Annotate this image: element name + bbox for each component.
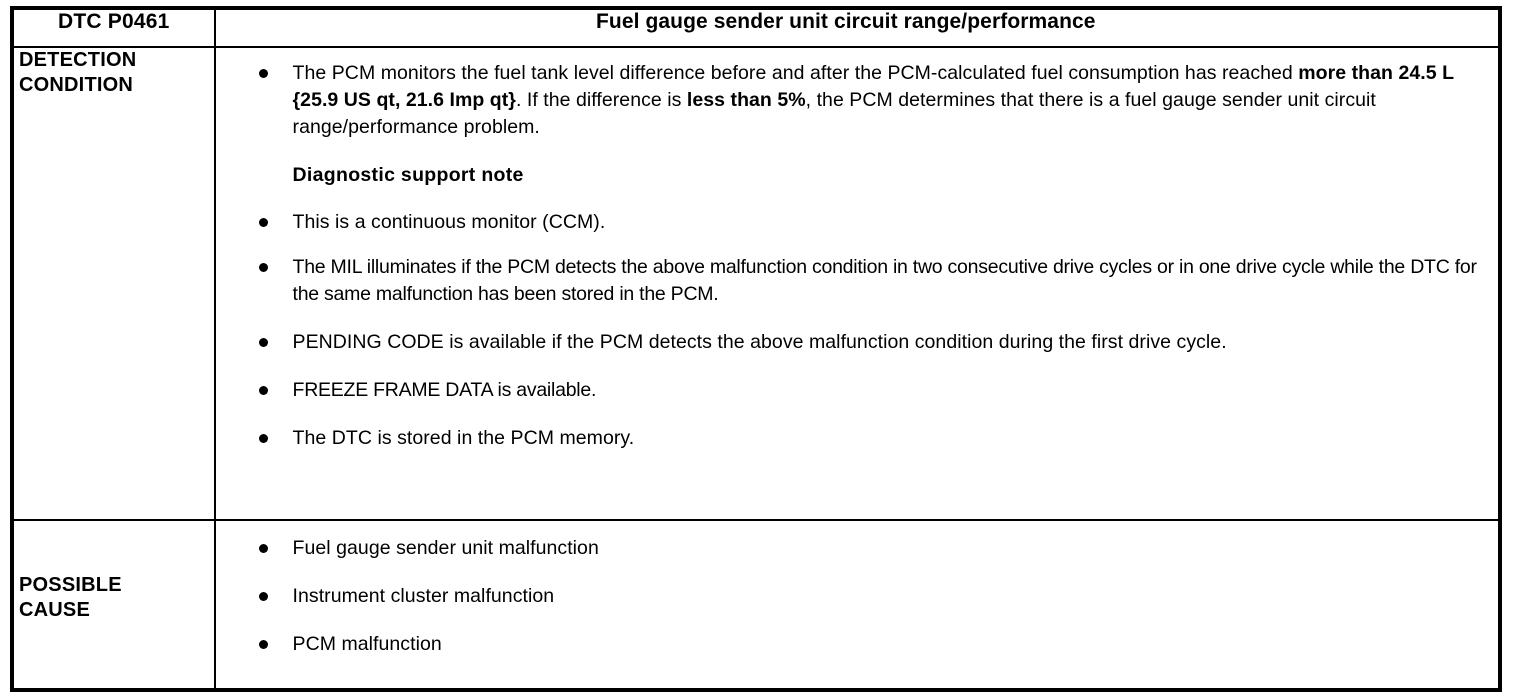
- row-body-detection-condition: The PCM monitors the fuel tank level dif…: [213, 46, 1502, 521]
- row-label-line-1: POSSIBLE: [19, 573, 122, 596]
- bullet-dot-icon: [258, 434, 268, 443]
- bullet-item: PCM malfunction: [256, 631, 1480, 658]
- bullet-item: The MIL illuminates if the PCM detects t…: [256, 254, 1480, 308]
- dtc-title-label: Fuel gauge sender unit circuit range/per…: [595, 10, 1096, 33]
- bullet-item: This is a continuous monitor (CCM).: [256, 209, 1480, 236]
- row-label-possible-cause: POSSIBLE CAUSE: [11, 518, 216, 692]
- bullet-dot-icon: [258, 543, 268, 553]
- diagnostic-support-note-heading: Diagnostic support note: [292, 164, 524, 186]
- row-label-line-1: DETECTION: [19, 49, 137, 71]
- bullet-text: . If the difference is: [515, 89, 687, 111]
- bullet-text: The DTC is stored in the PCM memory.: [292, 427, 635, 449]
- row-label-line-2: CONDITION: [19, 74, 134, 96]
- bullet-text: This is a continuous monitor (CCM).: [292, 211, 606, 233]
- bullet-dot-icon: [258, 338, 268, 347]
- dtc-title-header: Fuel gauge sender unit circuit range/per…: [213, 7, 1502, 48]
- bullet-text: PCM malfunction: [292, 632, 442, 655]
- bullet-item: Instrument cluster malfunction: [256, 583, 1480, 610]
- bullet-text-emphasis: more than 24.5 L {25.9 US qt, 21.6 Imp q…: [292, 62, 1454, 111]
- bullet-item: Fuel gauge sender unit malfunction: [256, 535, 1480, 562]
- bullet-text: The PCM monitors the fuel tank level dif…: [292, 62, 1299, 84]
- bullet-item: The PCM monitors the fuel tank level dif…: [256, 60, 1480, 141]
- bullet-text-emphasis: less than 5%: [686, 89, 806, 111]
- bullet-dot-icon: [258, 218, 268, 227]
- bullet-text: The MIL illuminates if the PCM detects t…: [292, 256, 1477, 305]
- bullet-dot-icon: [258, 69, 268, 78]
- bullet-item: The DTC is stored in the PCM memory.: [256, 425, 1480, 452]
- bullet-text: Fuel gauge sender unit malfunction: [292, 536, 599, 559]
- bullet-text: , the PCM determines that there is a fue…: [292, 89, 1376, 138]
- table-row-possible-cause: POSSIBLE CAUSE Fuel gauge sender unit ma…: [11, 518, 1502, 692]
- dtc-code-label: DTC P0461: [58, 10, 170, 33]
- bullet-text: FREEZE FRAME DATA is available.: [292, 379, 597, 401]
- row-label-line-2: CAUSE: [19, 598, 91, 621]
- dtc-table: DTC P0461 Fuel gauge sender unit circuit…: [10, 6, 1502, 692]
- table-row-detection-condition: DETECTION CONDITION The PCM monitors the…: [11, 46, 1502, 521]
- row-label-detection-condition: DETECTION CONDITION: [11, 46, 216, 521]
- bullet-dot-icon: [258, 386, 268, 395]
- bullet-text: Instrument cluster malfunction: [292, 584, 555, 607]
- bullet-text: PENDING CODE is available if the PCM det…: [292, 331, 1227, 353]
- bullet-dot-icon: [258, 639, 268, 649]
- bullet-dot-icon: [258, 591, 268, 601]
- bullet-item: PENDING CODE is available if the PCM det…: [256, 329, 1480, 356]
- detection-condition-block-list: The PCM monitors the fuel tank level dif…: [216, 48, 1498, 462]
- dtc-code-header: DTC P0461: [11, 7, 216, 48]
- table-header-row: DTC P0461 Fuel gauge sender unit circuit…: [11, 7, 1502, 48]
- bullet-item: FREEZE FRAME DATA is available.: [256, 377, 1480, 404]
- bullet-dot-icon: [258, 263, 268, 272]
